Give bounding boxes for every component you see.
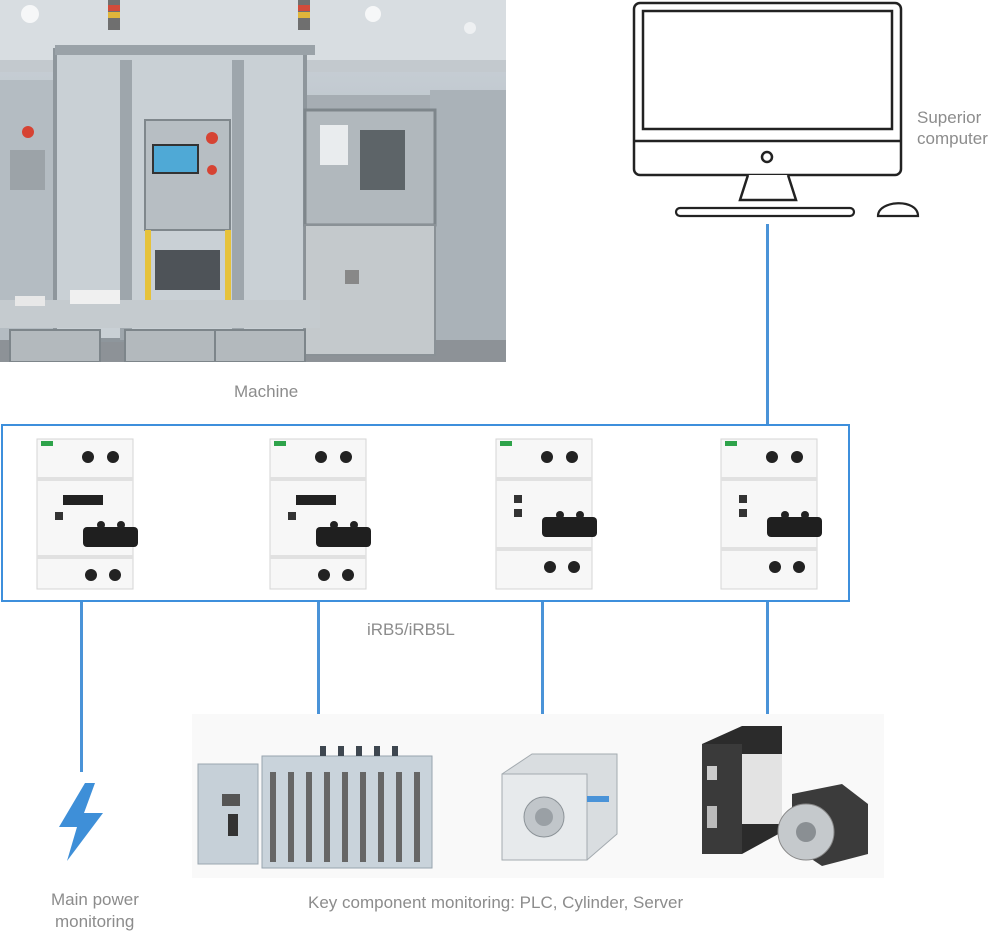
key-components-label: Key component monitoring: PLC, Cylinder,… [308,893,684,912]
main-power-label-line1: Main power [51,890,139,909]
circuit-breaker-icon [495,438,597,590]
device-frame [1,424,850,602]
lightning-bolt-icon [59,783,103,861]
mouse-icon [876,202,920,218]
monitor-icon [632,1,920,218]
circuit-breaker-icon [269,438,371,590]
servo-drive-icon [702,726,868,866]
circuit-breaker-icon [720,438,822,590]
key-components-illustration [192,714,884,878]
main-power-label-line2: monitoring [55,912,135,931]
pneumatic-cylinder-icon [501,753,618,861]
computer-connector-line [766,224,769,424]
plc-module-icon [197,746,433,869]
machine-label: Machine [234,382,299,401]
superior-computer-label-line2: computer [917,129,988,148]
machine-illustration [0,0,506,362]
servo-connector-line [766,602,769,722]
power-connector-line [80,602,83,772]
cylinder-connector-line [541,602,544,742]
plc-connector-line [317,602,320,742]
circuit-breaker-icon [36,438,138,590]
superior-computer-label-line1: Superior [917,108,982,127]
machine-photo [0,0,506,362]
device-label: iRB5/iRB5L [367,620,455,639]
